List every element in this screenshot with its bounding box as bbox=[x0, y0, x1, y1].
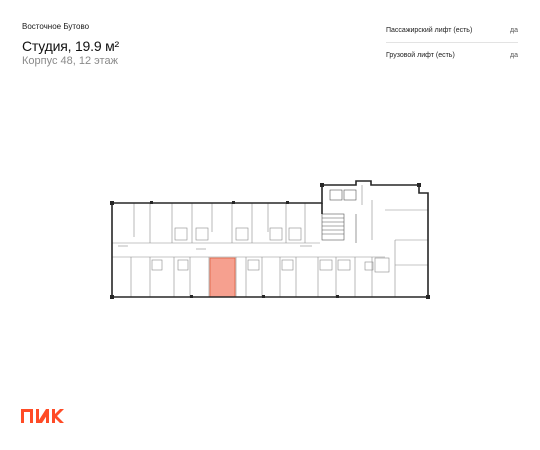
pik-logo bbox=[21, 409, 64, 423]
feature-row-passenger-lift: Пассажирский лифт (есть) да bbox=[386, 18, 518, 43]
feature-value: да bbox=[510, 26, 518, 34]
feature-row-freight-lift: Грузовой лифт (есть) да bbox=[386, 43, 518, 67]
feature-value: да bbox=[510, 51, 518, 59]
project-name: Восточное Бутово bbox=[22, 22, 90, 31]
features-list: Пассажирский лифт (есть) да Грузовой лиф… bbox=[386, 18, 518, 67]
apartment-title: Студия, 19.9 м² bbox=[22, 38, 119, 54]
feature-label: Грузовой лифт (есть) bbox=[386, 51, 455, 59]
highlighted-apartment[interactable] bbox=[209, 257, 236, 298]
apartment-subtitle: Корпус 48, 12 этаж bbox=[22, 55, 118, 67]
feature-label: Пассажирский лифт (есть) bbox=[386, 26, 473, 34]
